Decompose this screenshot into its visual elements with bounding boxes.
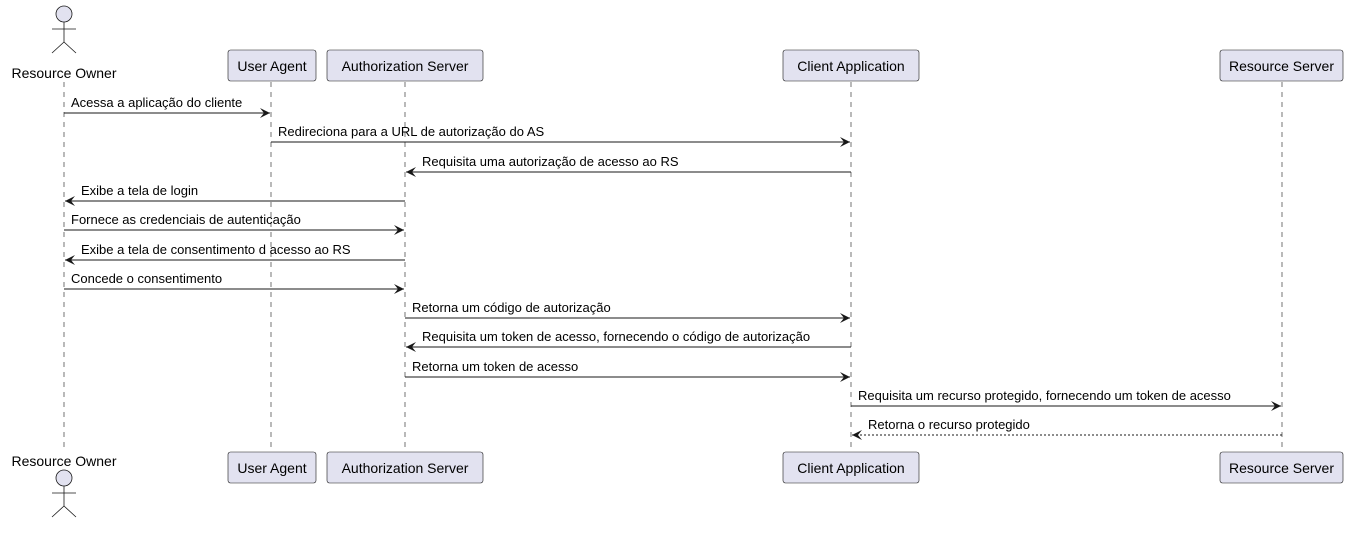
participant-label-rs-top: Resource Server [1229, 58, 1334, 74]
message-label-12: Retorna o recurso protegido [868, 417, 1030, 432]
participant-label-ca-bottom: Client Application [797, 460, 904, 476]
message-label-8: Retorna um código de autorização [412, 300, 611, 315]
message-label-1: Acessa a aplicação do cliente [71, 95, 242, 110]
participant-box-as-top [326, 49, 484, 82]
participant-label-ro-top: Resource Owner [11, 65, 116, 81]
message-label-4: Exibe a tela de login [81, 183, 198, 198]
participant-label-as-top: Authorization Server [342, 58, 469, 74]
participant-box-rs-bottom [1219, 451, 1344, 484]
participant-label-ua-top: User Agent [237, 58, 306, 74]
lifelines [63, 82, 1283, 451]
participant-box-ua-bottom [227, 451, 317, 484]
message-label-9: Requisita um token de acesso, fornecendo… [422, 329, 810, 344]
participant-label-ua-bottom: User Agent [237, 460, 306, 476]
message-label-11: Requisita um recurso protegido, fornecen… [858, 388, 1231, 403]
actor-figure-icon-top [51, 5, 77, 54]
participant-label-ro-bottom: Resource Owner [11, 453, 116, 469]
participant-label-rs-bottom: Resource Server [1229, 460, 1334, 476]
message-label-2: Redireciona para a URL de autorização do… [278, 124, 545, 139]
participants-bottom: Resource Owner User Agent Authorization Se… [11, 451, 1344, 518]
participant-box-ua-top [227, 49, 317, 82]
participant-box-rs-top [1219, 49, 1344, 82]
participant-label-as-bottom: Authorization Server [342, 460, 469, 476]
participants-top: Resource Owner User Agent Authorization Se… [11, 5, 1344, 82]
messages: Acessa a aplicação do clienteRedireciona… [64, 95, 1282, 440]
participant-box-ca-bottom [782, 451, 920, 484]
participant-box-ca-top [782, 49, 920, 82]
message-label-5: Fornece as credenciais de autenticação [71, 212, 301, 227]
participant-box-as-bottom [326, 451, 484, 484]
message-label-7: Concede o consentimento [71, 271, 222, 286]
actor-figure-icon-bottom [51, 469, 77, 518]
participant-label-ca-top: Client Application [797, 58, 904, 74]
message-label-3: Requisita uma autorização de acesso ao R… [422, 154, 679, 169]
message-label-6: Exibe a tela de consentimento d acesso a… [81, 242, 351, 257]
message-label-10: Retorna um token de acesso [412, 359, 578, 374]
